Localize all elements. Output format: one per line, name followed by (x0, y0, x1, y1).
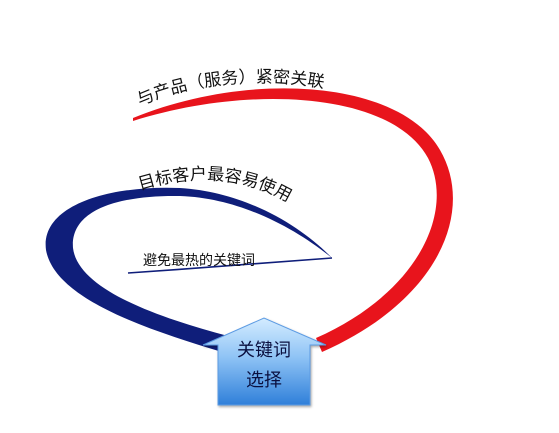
red-arc (133, 88, 453, 352)
house-label-line2: 选择 (246, 370, 282, 391)
blue-loop-underline (127, 257, 333, 274)
house-label-line1: 关键词 (237, 340, 291, 361)
house-shape (202, 317, 327, 406)
red-arc-label: 与产品（服务）紧密关联 (134, 67, 326, 110)
inner-label: 避免最热的关键词 (143, 253, 255, 269)
blue-loop (45, 187, 332, 352)
